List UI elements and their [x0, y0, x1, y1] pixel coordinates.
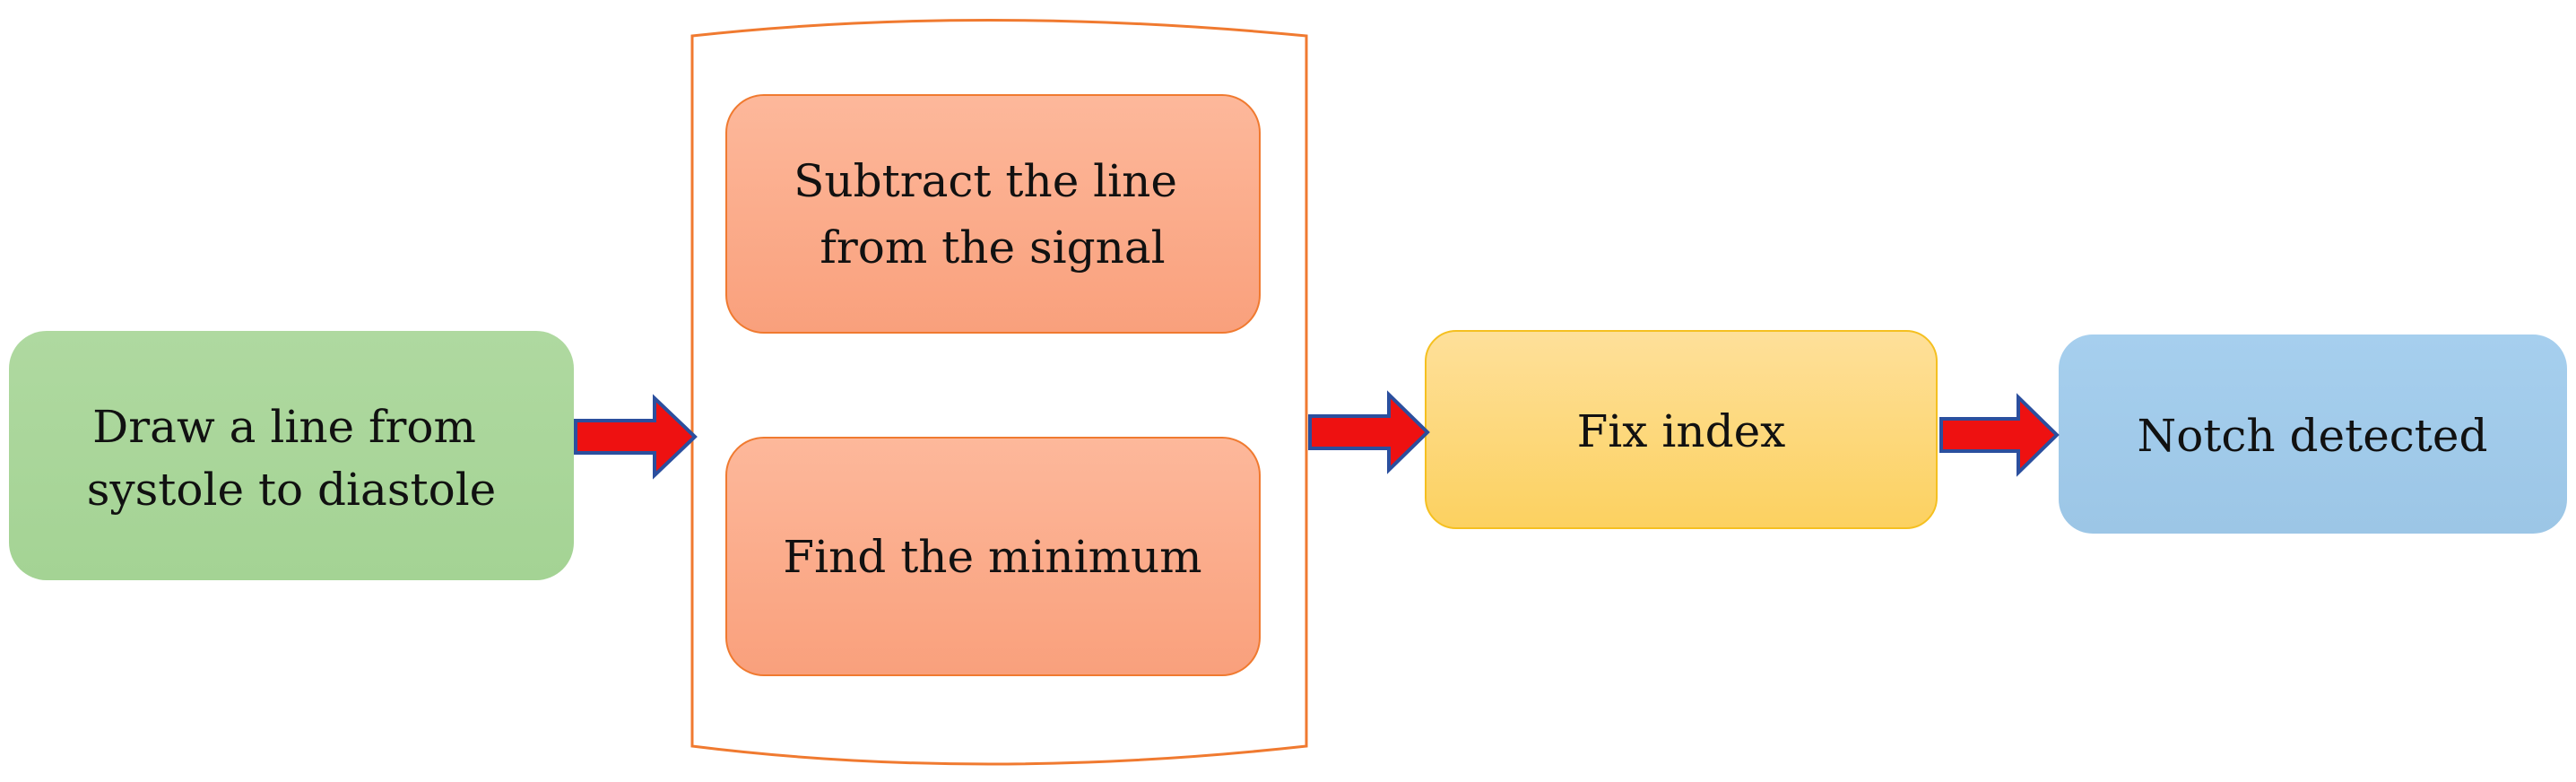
step-draw-line: Draw a line from systole to diastole — [9, 331, 574, 580]
arrow-right-icon — [1308, 390, 1430, 474]
step-fix-index: Fix index — [1425, 330, 1938, 529]
step-subtract-line-box — [725, 94, 1261, 334]
svg-text:Notch detected: Notch detected — [2137, 410, 2487, 462]
svg-text:Subtract the line from t: Subtract the line from the signal — [794, 155, 1192, 274]
step-find-minimum: Find the minimum — [725, 437, 1261, 676]
step-fix-index-text: Fix index — [1577, 405, 1786, 457]
step-draw-line-box — [9, 331, 574, 580]
step-subtract-line-text-2: from the signal — [820, 222, 1165, 274]
arrow-right-icon — [574, 394, 698, 480]
svg-text:Find the minimum: Find the minimum — [783, 531, 1201, 583]
svg-text:Draw a line from systole: Draw a line from systole to diastole — [87, 401, 497, 516]
step-draw-line-text-1: Draw a line from — [92, 401, 476, 453]
step-notch-detected: Notch detected — [2059, 335, 2567, 534]
step-find-minimum-text: Find the minimum — [783, 531, 1201, 583]
step-draw-line-text-2: systole to diastole — [87, 464, 497, 516]
step-notch-detected-box — [2059, 335, 2567, 534]
step-subtract-line: Subtract the line from the signal — [725, 94, 1261, 334]
arrow-right-icon — [1939, 393, 2060, 477]
step-notch-detected-text: Notch detected — [2137, 410, 2487, 462]
svg-text:Fix index: Fix index — [1577, 405, 1786, 457]
step-find-minimum-box — [725, 437, 1261, 676]
step-subtract-line-text-1: Subtract the line — [794, 155, 1177, 207]
